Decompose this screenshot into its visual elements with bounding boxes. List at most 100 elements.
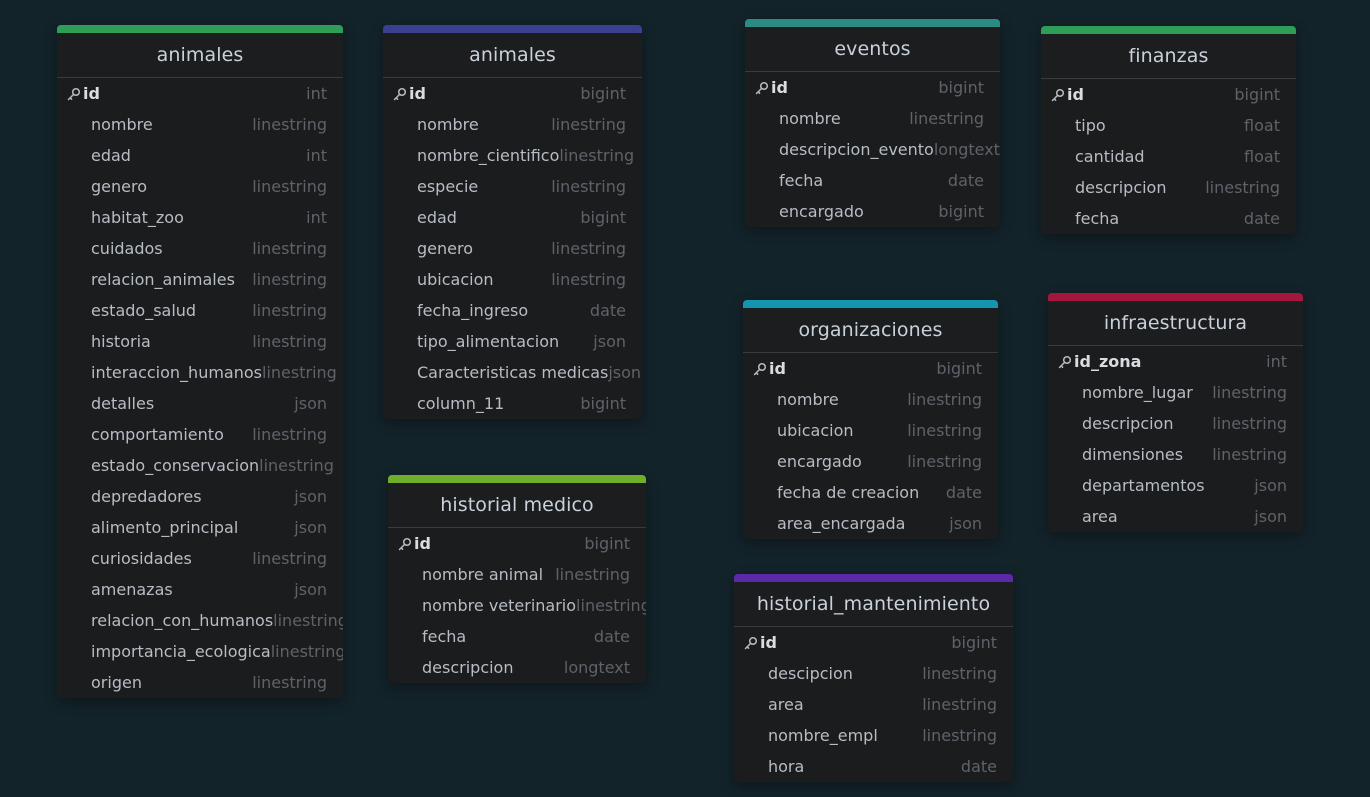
field-type: date	[1243, 209, 1280, 228]
field-name: descripcion	[1075, 178, 1167, 197]
table-header[interactable]: finanzas	[1041, 34, 1296, 79]
key-icon	[753, 81, 771, 95]
field-row[interactable]: fecha date	[1041, 203, 1296, 234]
field-name: id	[769, 359, 786, 378]
field-type: bigint	[938, 78, 984, 97]
table-header[interactable]: organizaciones	[743, 308, 998, 353]
table-header[interactable]: eventos	[745, 27, 1000, 72]
table-header[interactable]: infraestructura	[1048, 301, 1303, 346]
table-header[interactable]: historial_mantenimiento	[734, 582, 1013, 627]
field-name: estado_salud	[91, 301, 197, 320]
field-name: fecha_ingreso	[417, 301, 529, 320]
field-type: longtext	[563, 658, 630, 677]
field-type: json	[608, 363, 642, 382]
field-name: interaccion_humanos	[91, 363, 262, 382]
table-header[interactable]: animales	[383, 33, 642, 78]
table-title: historial medico	[440, 494, 594, 516]
table-header[interactable]: animales	[57, 33, 343, 78]
table-title: animales	[156, 44, 244, 66]
field-name: nombre_lugar	[1082, 383, 1193, 402]
field-type: linestring	[907, 452, 982, 471]
field-name: nombre animal	[422, 565, 544, 584]
field-name: alimento_principal	[91, 518, 239, 537]
table-header[interactable]: historial medico	[388, 483, 646, 528]
field-name: fecha	[1075, 209, 1120, 228]
field-name: edad	[417, 208, 457, 227]
field-name: cuidados	[91, 239, 163, 258]
field-name: genero	[417, 239, 473, 258]
